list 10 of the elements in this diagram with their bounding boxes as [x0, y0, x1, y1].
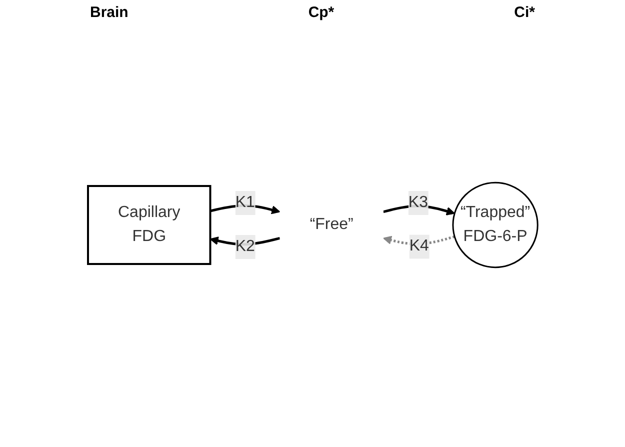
node-circle: “Trapped” FDG-6-P: [452, 182, 538, 268]
edge-label: K2: [235, 238, 255, 255]
edge-label: K3: [408, 194, 428, 211]
edge-label: K1: [235, 194, 255, 212]
node-box: Capillary FDG: [86, 185, 211, 265]
node-text: “Free”: [310, 216, 354, 233]
text-label: Ci*: [514, 4, 535, 21]
text-label: Brain: [90, 4, 128, 21]
edge-label: K4: [409, 238, 429, 255]
text-label: Cp*: [308, 4, 334, 21]
